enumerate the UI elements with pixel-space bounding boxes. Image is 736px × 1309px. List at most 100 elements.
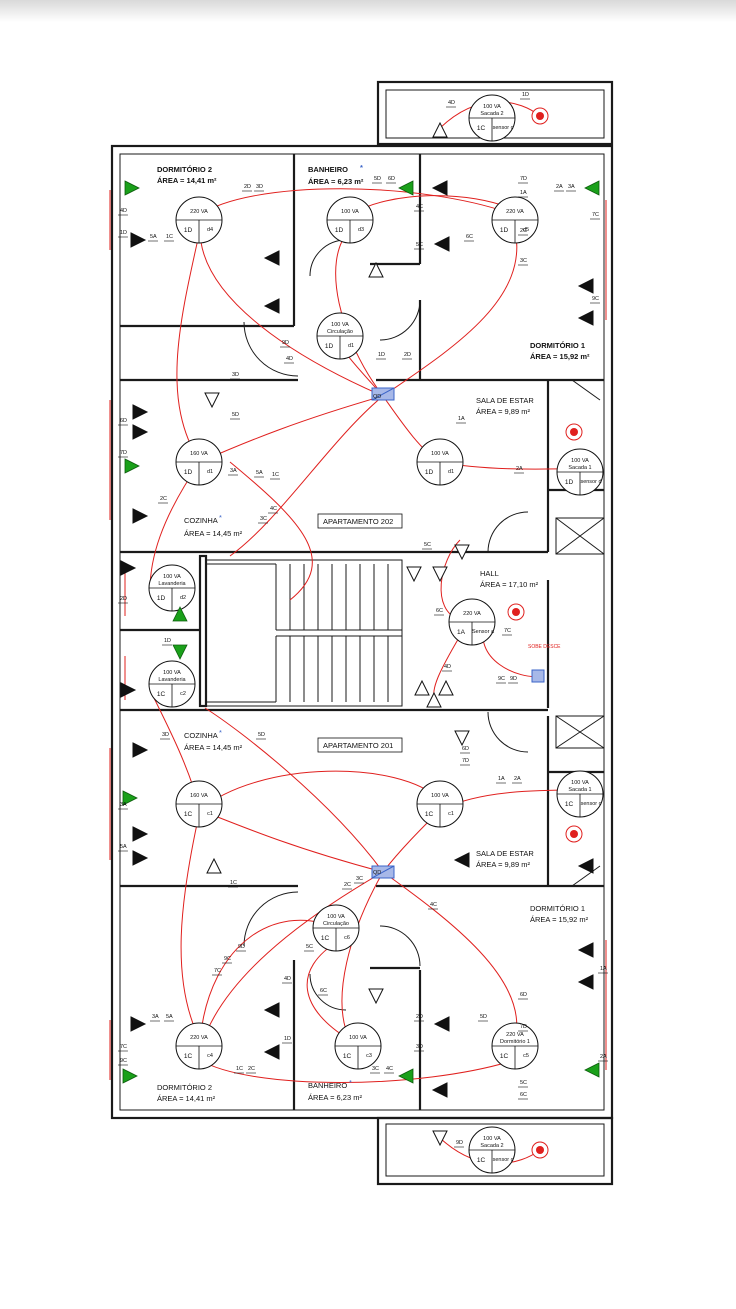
outlet-icon: [120, 560, 137, 576]
outlet-icon: [577, 974, 594, 990]
wire-tag: 4D: [284, 976, 291, 982]
wire-tag: 3D: [232, 372, 239, 378]
wire-tag: 6D: [388, 176, 395, 182]
wire-tag: 1C: [236, 1066, 243, 1072]
outlet-icon: [414, 679, 430, 696]
wire-tag: 6D: [120, 418, 127, 424]
light-code: d1: [348, 343, 354, 349]
outlet-icon: [577, 942, 594, 958]
light-code: c1: [207, 811, 213, 817]
wire-tag: 9D: [456, 1140, 463, 1146]
light-power: 100 VA: [327, 914, 345, 920]
room-name: DORMITÓRIO 1: [530, 341, 585, 350]
light-circuit: 1D: [335, 227, 344, 234]
light-code: c1: [448, 811, 454, 817]
outlet-icon: [263, 298, 280, 314]
wire-tag: 5A: [166, 1014, 173, 1020]
wire-tag: 1D: [164, 638, 171, 644]
wire-tag: 7D: [462, 758, 469, 764]
outlet-icon: [433, 236, 450, 252]
light-power: 160 VA: [190, 451, 208, 457]
light-code: d1: [207, 469, 213, 475]
light-circuit: 1D: [325, 343, 334, 350]
outlet-icon: [204, 392, 220, 409]
wire-tag: 5D: [232, 412, 239, 418]
wire-tag: 2A: [516, 466, 523, 472]
room-name: COZINHA: [184, 731, 218, 740]
light-power: 100 VA: [331, 322, 349, 328]
room-area: ÁREA = 6,23 m²: [308, 1093, 362, 1102]
outlet-icon: [132, 424, 149, 440]
building-inner-outline: [119, 153, 605, 1111]
door-arc: [309, 973, 347, 1011]
light-code: d4: [207, 227, 213, 233]
light-code: sensor c: [493, 125, 514, 131]
wire-tag: 5C: [306, 944, 313, 950]
room-name: BANHEIRO: [308, 1081, 347, 1090]
room-area: ÁREA = 14,41 m²: [157, 1094, 216, 1103]
wire-tag: 5D: [374, 176, 381, 182]
outlet-icon: [406, 566, 422, 583]
switch-icon: [398, 180, 414, 196]
light-code: Sensor a: [472, 629, 495, 635]
room-area: ÁREA = 15,92 m²: [530, 352, 590, 361]
door-arc: [379, 925, 421, 967]
outlet-icon: [132, 742, 149, 758]
light-circuit: 1C: [500, 1053, 509, 1060]
light-circuit: 1C: [477, 125, 486, 132]
outlet-icon: [454, 544, 470, 561]
balcony-bottom-inner: [385, 1123, 605, 1177]
light-code: d5: [523, 227, 529, 233]
light-circuit: 1C: [565, 801, 574, 808]
room-name: DORMITÓRIO 2: [157, 1083, 212, 1092]
asterisk: *: [349, 1078, 352, 1087]
balcony-bottom-outline: [376, 1116, 614, 1186]
outlet-icon: [263, 1044, 280, 1060]
room-area: ÁREA = 17,10 m²: [480, 580, 539, 589]
outlet-icon: [432, 1130, 448, 1147]
light-power: 100 VA: [431, 451, 449, 457]
light-location: Circulação: [323, 921, 349, 927]
wire-tag: 9C: [498, 676, 505, 682]
wire-tag: 5C: [416, 242, 423, 248]
wire-tag: 2C: [344, 882, 351, 888]
room-area: ÁREA = 15,92 m²: [530, 915, 589, 924]
wire-tag: 6C: [436, 608, 443, 614]
wire-tag: 5C: [424, 542, 431, 548]
switch-icon: [122, 1068, 138, 1084]
light-circuit: 1D: [500, 227, 509, 234]
wire-tag: 9C: [592, 296, 599, 302]
qd-label: QD: [373, 394, 381, 400]
building-outline: [110, 144, 614, 1120]
light-code: c4: [207, 1053, 213, 1059]
wire-tag: 2C: [248, 1066, 255, 1072]
light-circuit: 1D: [157, 595, 166, 602]
wire-tag: 2C: [160, 496, 167, 502]
room-name: DORMITÓRIO 1: [530, 904, 585, 913]
outlet-icon: [577, 278, 594, 294]
outlet-icon: [454, 730, 470, 747]
sensors: [507, 107, 583, 1159]
wire-tag: 2A: [514, 776, 521, 782]
light-power: 100 VA: [341, 209, 359, 215]
apartment-label-bottom: APARTAMENTO 201: [317, 737, 403, 753]
outlet-icon: [431, 1082, 448, 1098]
wire-tag: 6C: [520, 1092, 527, 1098]
wire-tag: 2A: [600, 1054, 607, 1060]
light-circuit: 1C: [425, 811, 434, 818]
apartment-name: APARTAMENTO 202: [323, 517, 393, 526]
wire-tag: 1C: [272, 472, 279, 478]
wire-tag: 2D: [404, 352, 411, 358]
outlets: [120, 121, 594, 1147]
wire-tag: 9C: [224, 956, 231, 962]
balcony-top-outline: [376, 80, 614, 146]
